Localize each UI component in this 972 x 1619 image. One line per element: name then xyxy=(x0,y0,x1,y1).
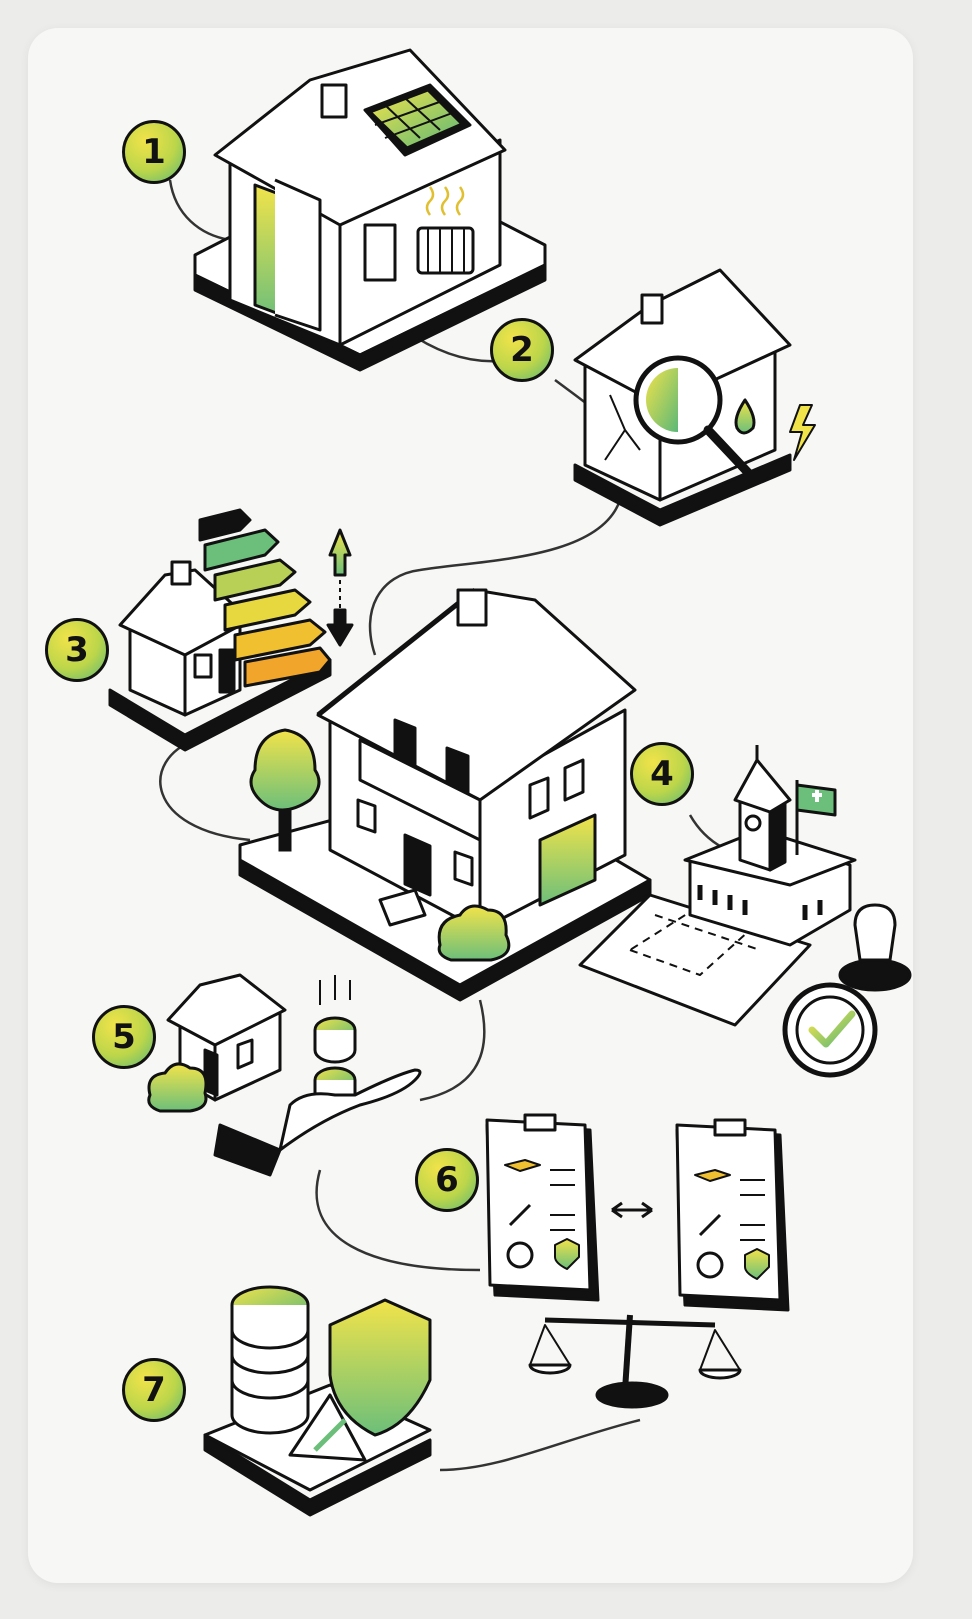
step-badge-5: 5 xyxy=(92,1005,156,1069)
step-badge-2: 2 xyxy=(490,318,554,382)
financing-icon xyxy=(147,973,422,1177)
step-badge-4: 4 xyxy=(630,742,694,806)
energy-rating-icon xyxy=(108,508,354,752)
house-inspection-icon xyxy=(573,268,816,527)
tree-icon xyxy=(249,728,321,852)
insurance-icon xyxy=(203,1285,432,1517)
renovated-house-icon xyxy=(193,48,547,372)
step-badge-7: 7 xyxy=(122,1358,186,1422)
quote-comparison-icon xyxy=(485,1113,790,1409)
bush-icon xyxy=(437,904,511,962)
town-hall-permit-icon xyxy=(578,745,912,1078)
step-badge-1: 1 xyxy=(122,120,186,184)
step-badge-3: 3 xyxy=(45,618,109,682)
step-badge-6: 6 xyxy=(415,1148,479,1212)
